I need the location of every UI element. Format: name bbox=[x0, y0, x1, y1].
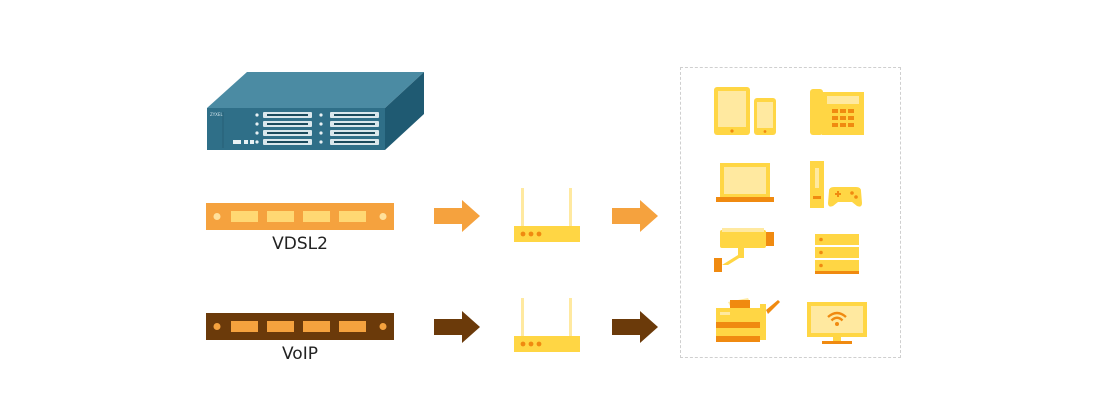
arrow-right-icon bbox=[434, 311, 482, 343]
tablet-phone-icon bbox=[713, 86, 779, 136]
end-devices-panel bbox=[680, 67, 901, 358]
server-icon bbox=[814, 233, 860, 275]
arrow-right-icon bbox=[434, 200, 482, 232]
router-icon bbox=[512, 296, 582, 356]
smart-tv-icon bbox=[806, 301, 868, 345]
arrow-right-icon bbox=[612, 200, 660, 232]
printer-icon bbox=[714, 296, 780, 346]
voip-label: VoIP bbox=[282, 344, 318, 364]
game-console-icon bbox=[809, 160, 867, 210]
vdsl2-label: VDSL2 bbox=[272, 234, 328, 254]
security-camera-icon bbox=[714, 227, 776, 273]
laptop-icon bbox=[716, 162, 776, 204]
router-icon bbox=[512, 186, 582, 246]
voip-line-card-icon bbox=[206, 313, 394, 340]
dslam-brand: ZYXEL bbox=[210, 112, 223, 117]
arrow-right-icon bbox=[612, 311, 660, 343]
dslam-chassis-icon: ZYXEL bbox=[205, 70, 427, 152]
desk-phone-icon bbox=[809, 88, 865, 136]
vdsl2-line-card-icon bbox=[206, 203, 394, 230]
